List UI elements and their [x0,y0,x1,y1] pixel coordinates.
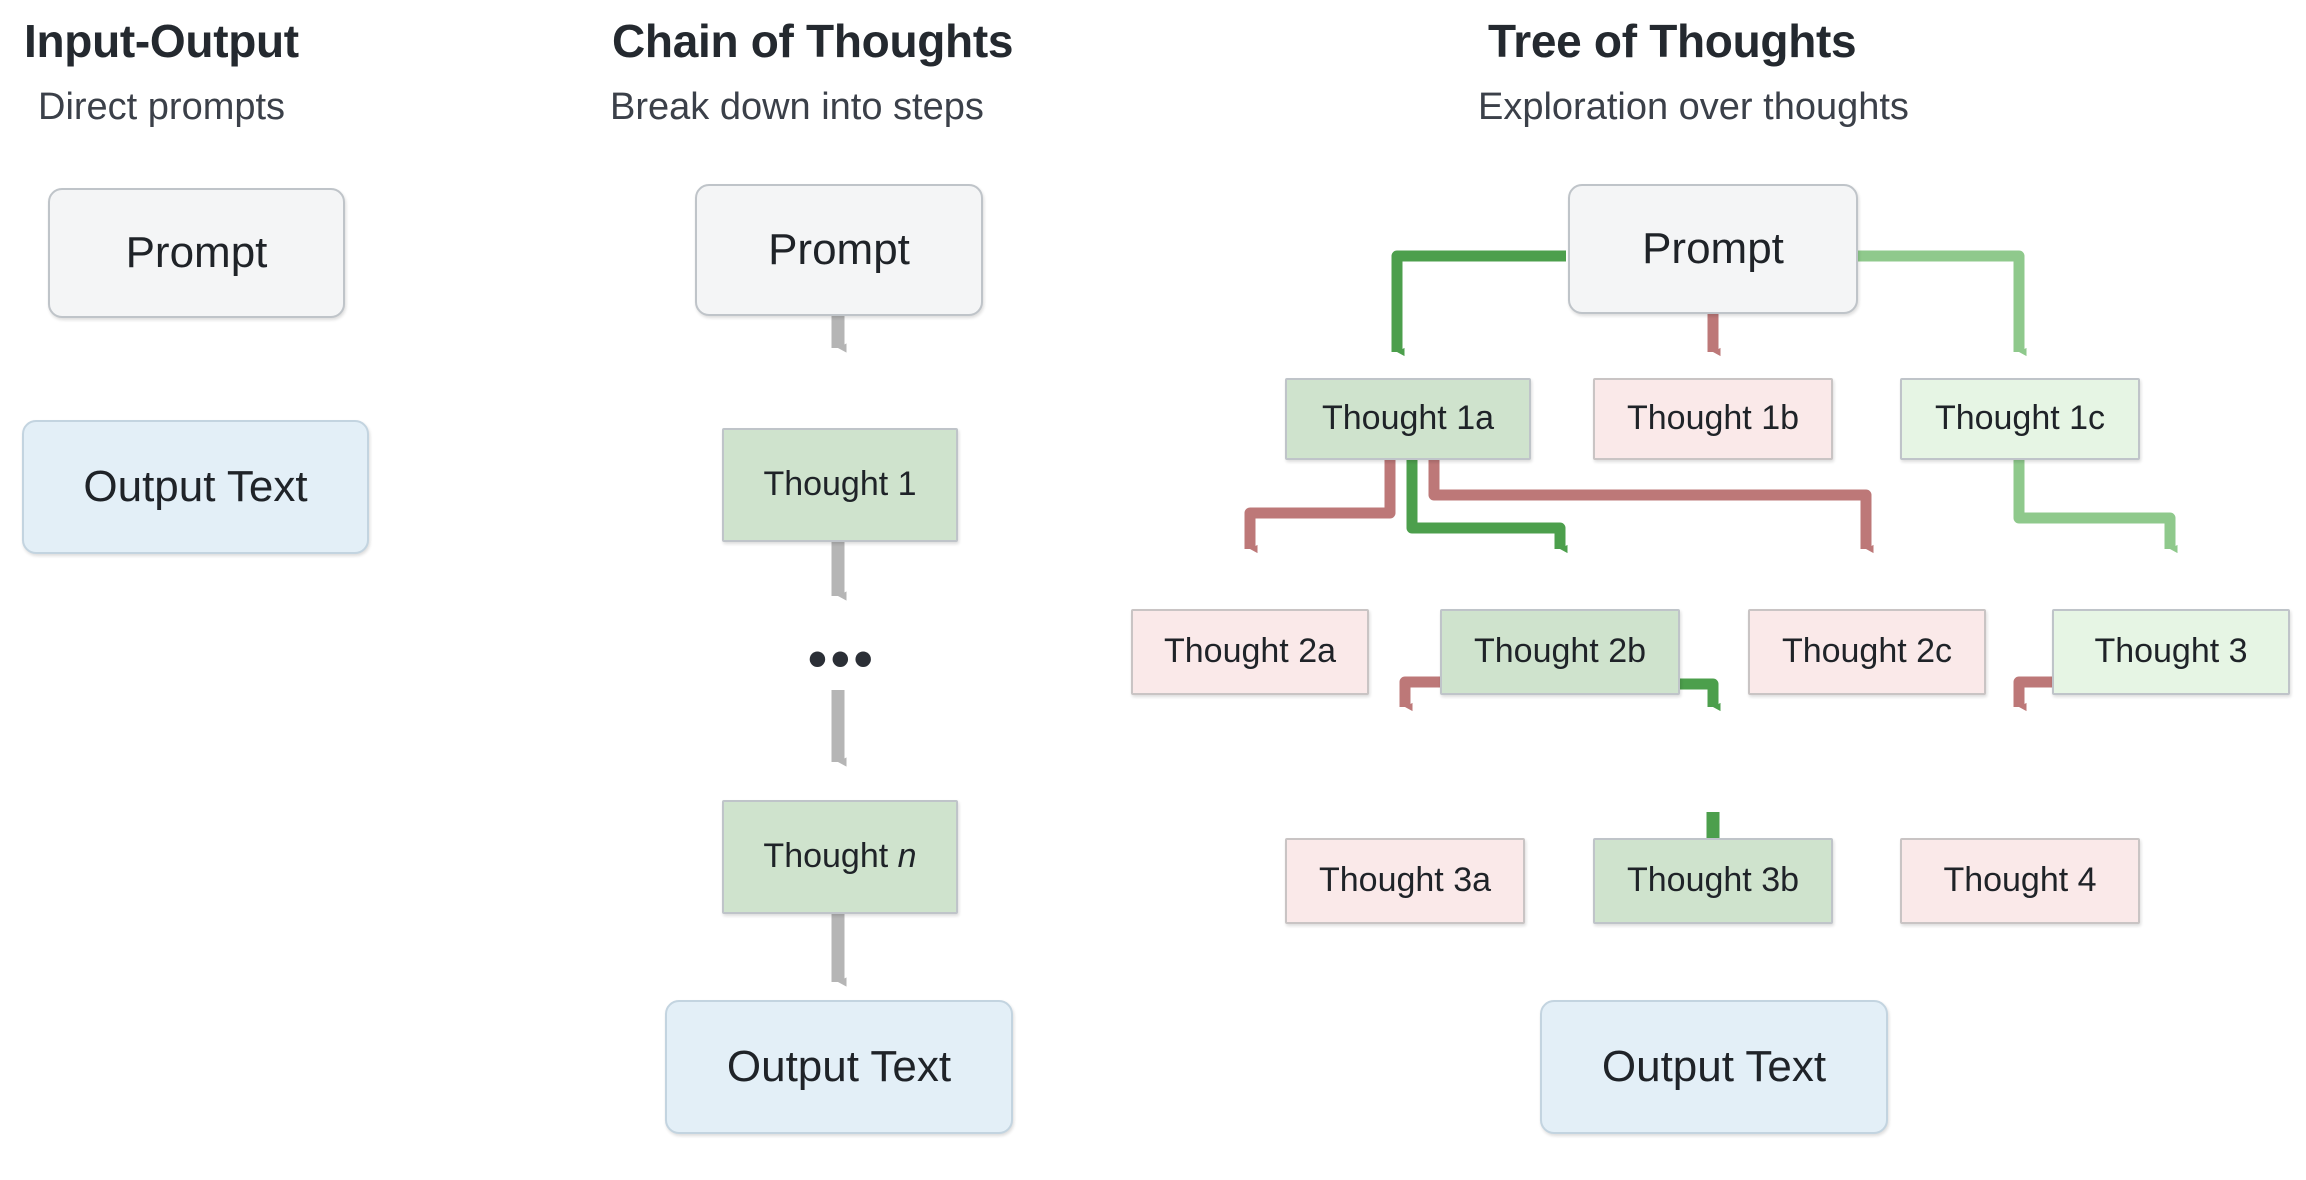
tot-node-t4-label: Thought 4 [1943,861,2097,900]
edge-tot-t1a-to-2c [1428,459,1874,554]
tot-node-t3a[interactable]: Thought 3a [1285,838,1525,924]
io-output-node[interactable]: Output Text [22,420,369,554]
tot-node-t1b-label: Thought 1b [1626,399,1800,438]
tot-node-t3-label: Thought 3 [2094,632,2248,671]
tot-prompt-label: Prompt [1642,223,1784,273]
tot-node-t3b-label: Thought 3b [1626,861,1800,900]
tot-node-t2a-label: Thought 2a [1163,632,1337,671]
cot-thought-n-node[interactable]: Thought n [722,800,958,914]
cot-thought1-node[interactable]: Thought 1 [722,428,958,542]
tot-node-t3b[interactable]: Thought 3b [1593,838,1833,924]
cot-prompt-label: Prompt [768,224,910,274]
tot-node-t2b[interactable]: Thought 2b [1440,609,1680,695]
tot-node-t2a[interactable]: Thought 2a [1131,609,1369,695]
column-title-input-output: Input-Output [24,15,299,67]
cot-thought1-label: Thought 1 [763,465,917,504]
io-prompt-label: Prompt [125,227,268,277]
io-output-label: Output Text [83,461,308,511]
tot-node-t1b[interactable]: Thought 1b [1593,378,1833,460]
tot-node-t4[interactable]: Thought 4 [1900,838,2140,924]
column-subtitle-tree-of-thoughts: Exploration over thoughts [1478,86,1909,128]
cot-output-node[interactable]: Output Text [665,1000,1013,1134]
tot-node-t1c-label: Thought 1c [1934,399,2106,438]
tot-node-t3a-label: Thought 3a [1318,861,1492,900]
tot-node-t1a[interactable]: Thought 1a [1285,378,1531,460]
edge-tot-t1c-to-3 [2013,459,2178,554]
cot-thought-n-index: n [897,837,917,876]
cot-ellipsis: ••• [808,629,877,689]
tot-node-t3[interactable]: Thought 3 [2052,609,2290,695]
tot-output-label: Output Text [1601,1041,1827,1091]
column-subtitle-input-output: Direct prompts [38,86,286,128]
cot-output-label: Output Text [726,1041,952,1091]
edge-tot-prompt-to-t1a [1391,250,1566,357]
tot-node-t1a-label: Thought 1a [1321,399,1495,438]
edge-tot-t1a-to-2a [1244,459,1396,554]
tot-node-t1c[interactable]: Thought 1c [1900,378,2140,460]
cot-prompt-node[interactable]: Prompt [695,184,983,316]
cot-thought-n-label: Thought n [763,838,916,875]
edge-tot-t1a-to-2b [1406,459,1568,554]
tot-node-t2c-label: Thought 2c [1781,632,1953,671]
io-prompt-node[interactable]: Prompt [48,188,345,318]
column-subtitle-chain-of-thoughts: Break down into steps [610,86,984,128]
column-title-chain-of-thoughts: Chain of Thoughts [612,15,1014,67]
cot-thought-n-prefix: Thought [763,837,898,876]
tot-prompt-node[interactable]: Prompt [1568,184,1858,314]
tot-output-node[interactable]: Output Text [1540,1000,1888,1134]
column-title-tree-of-thoughts: Tree of Thoughts [1488,15,1857,67]
tot-node-t2b-label: Thought 2b [1473,632,1647,671]
tot-node-t2c[interactable]: Thought 2c [1748,609,1986,695]
